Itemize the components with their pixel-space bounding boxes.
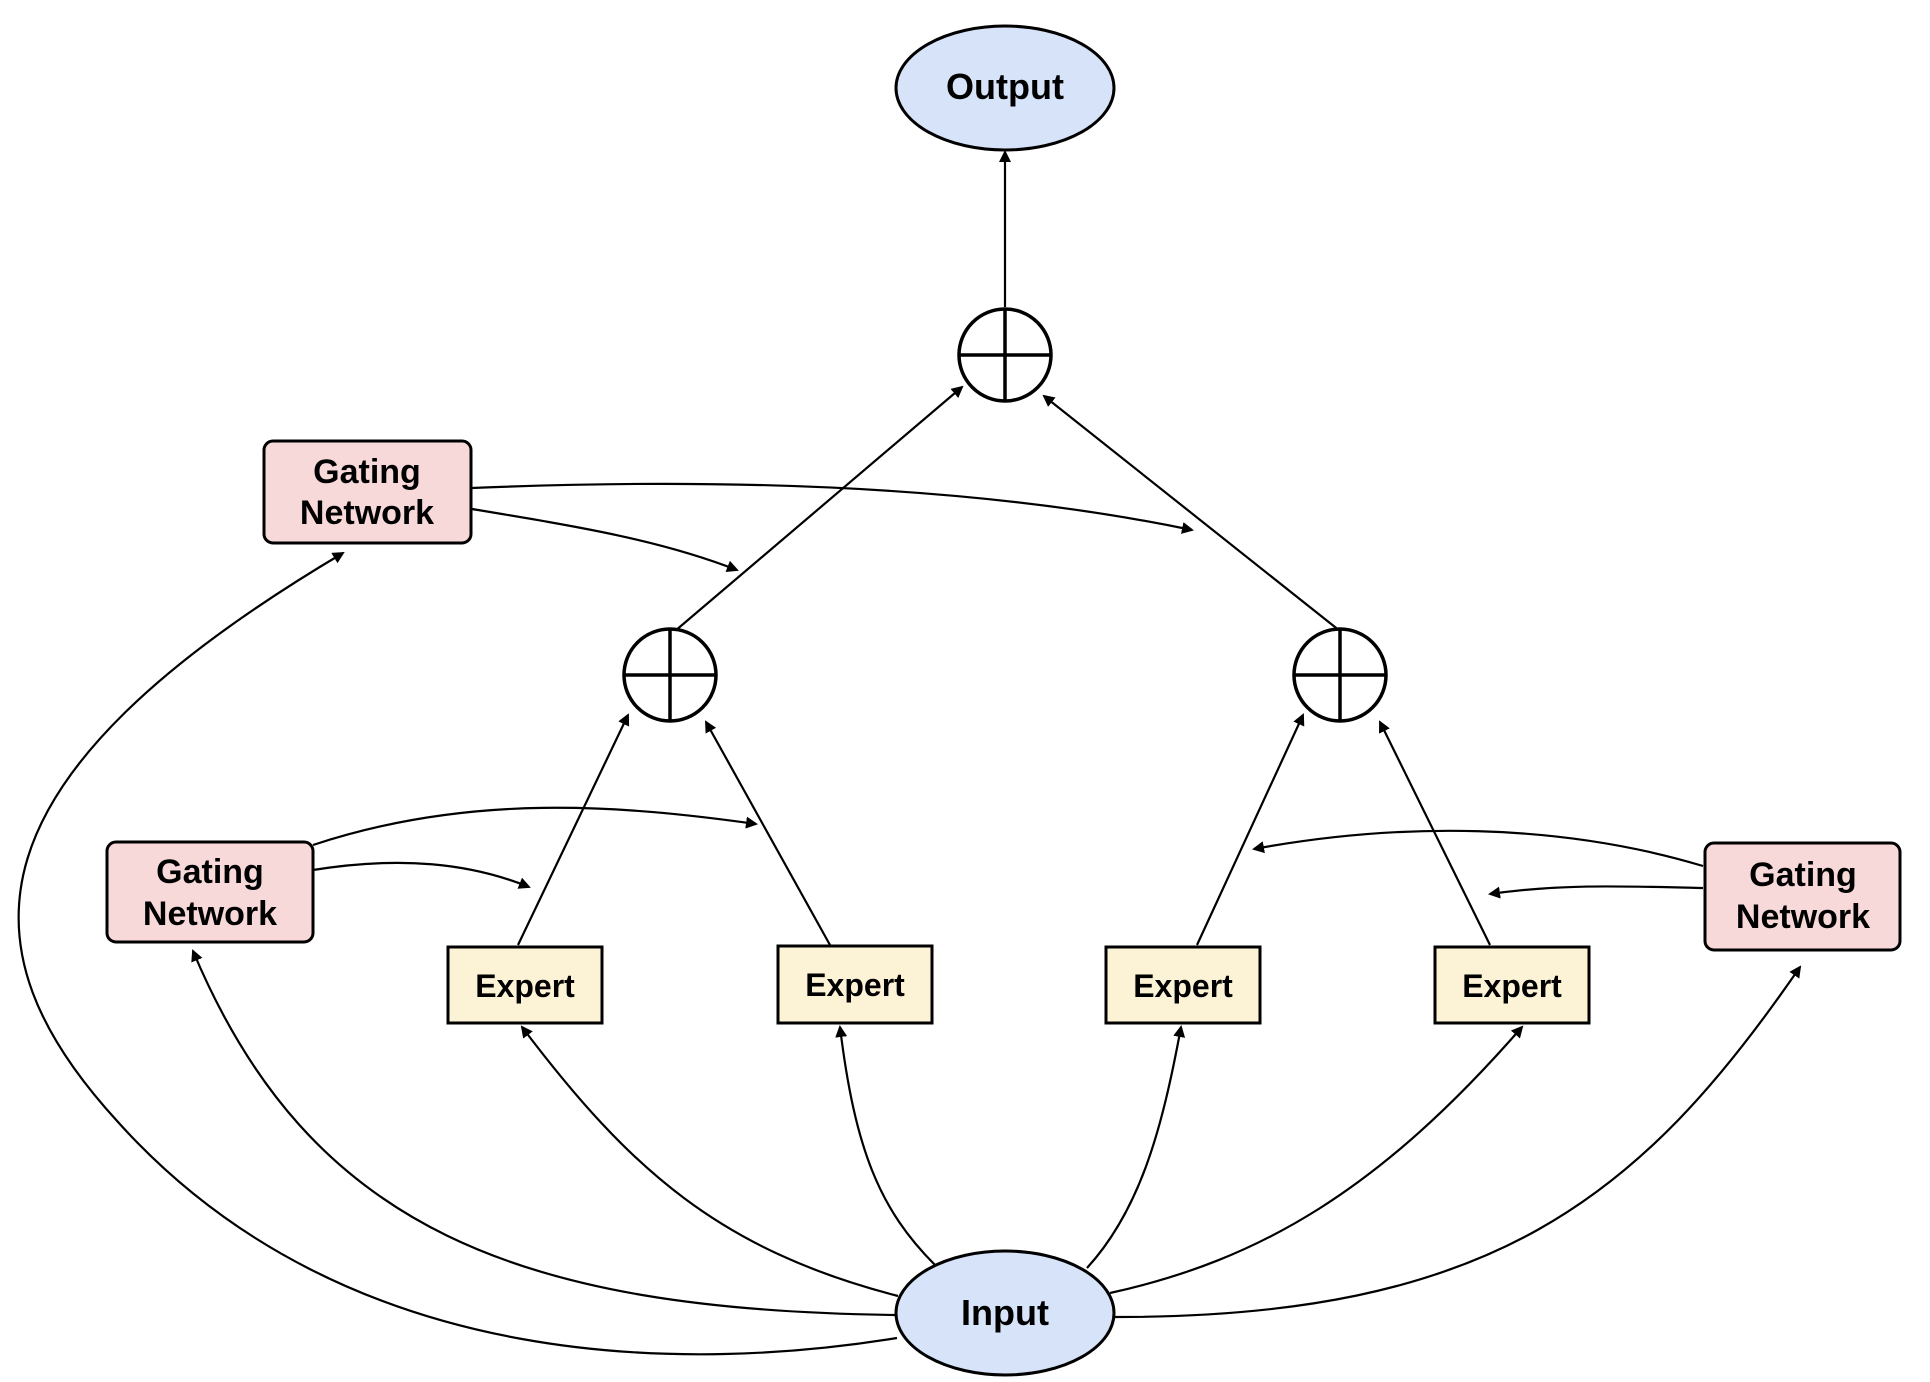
edge-gating-right-to-expert-3-line	[1252, 829, 1704, 868]
output-node: Output	[894, 24, 1116, 152]
edges	[17, 150, 1802, 1356]
output-ellipse	[894, 24, 1116, 152]
edge-gating-top-to-sum-right-line	[471, 482, 1194, 534]
edge-expert-1-to-sum-left	[517, 713, 630, 946]
expert-4: Expert	[1433, 945, 1591, 1025]
edge-sum-left-to-sum-top	[674, 385, 964, 632]
edge-input-to-gating-right	[1112, 965, 1802, 1319]
expert-2-label: Expert	[805, 967, 905, 1003]
expert-3: Expert	[1104, 945, 1262, 1025]
edge-gating-left-to-expert-1-line	[312, 861, 531, 889]
edge-input-to-expert-2	[835, 1025, 936, 1266]
gating-network-right: Gating Network	[1703, 841, 1902, 952]
edge-input-to-gating-left	[191, 949, 896, 1317]
edge-gating-top-to-sum-left-line	[471, 507, 739, 572]
gating-left-label-line2: Network	[143, 895, 277, 933]
gating-network-top: Gating Network	[262, 439, 473, 545]
gating-left-box	[105, 840, 315, 944]
sum-node-right	[1292, 627, 1388, 723]
sum-node-left	[622, 627, 718, 723]
expert-3-box	[1104, 945, 1262, 1025]
gating-left-label-line1: Gating	[156, 853, 264, 891]
expert-3-label: Expert	[1133, 968, 1233, 1004]
edge-expert-2-to-sum-left	[705, 720, 831, 946]
gating-right-label-line1: Gating	[1749, 856, 1857, 894]
gating-right-box	[1703, 841, 1902, 952]
expert-1-box	[446, 945, 604, 1025]
edge-expert-4-to-sum-right	[1379, 720, 1491, 946]
expert-4-box	[1433, 945, 1591, 1025]
gating-top-label-line2: Network	[300, 494, 434, 532]
edge-input-to-expert-4	[1109, 1025, 1524, 1295]
gating-right-label-line2: Network	[1736, 898, 1870, 936]
sum-node-top	[957, 307, 1053, 403]
edge-input-to-gating-top	[17, 551, 898, 1356]
output-label: Output	[946, 66, 1064, 107]
edge-sum-right-to-sum-top	[1042, 394, 1341, 632]
input-label: Input	[961, 1292, 1049, 1333]
expert-4-label: Expert	[1462, 968, 1562, 1004]
input-ellipse	[894, 1249, 1116, 1377]
gating-top-label-line1: Gating	[313, 453, 421, 491]
edge-input-to-expert-3	[1086, 1025, 1186, 1269]
edge-input-to-expert-1	[520, 1025, 899, 1298]
gating-top-box	[262, 439, 473, 545]
edge-expert-3-to-sum-right	[1196, 713, 1305, 946]
edge-gating-left-to-expert-2-line	[312, 806, 758, 847]
gating-network-left: Gating Network	[105, 840, 315, 944]
expert-1-label: Expert	[475, 968, 575, 1004]
expert-2: Expert	[776, 944, 934, 1025]
expert-1: Expert	[446, 945, 604, 1025]
edge-gating-right-to-expert-4-line	[1488, 885, 1704, 899]
input-node: Input	[894, 1249, 1116, 1377]
expert-2-box	[776, 944, 934, 1025]
